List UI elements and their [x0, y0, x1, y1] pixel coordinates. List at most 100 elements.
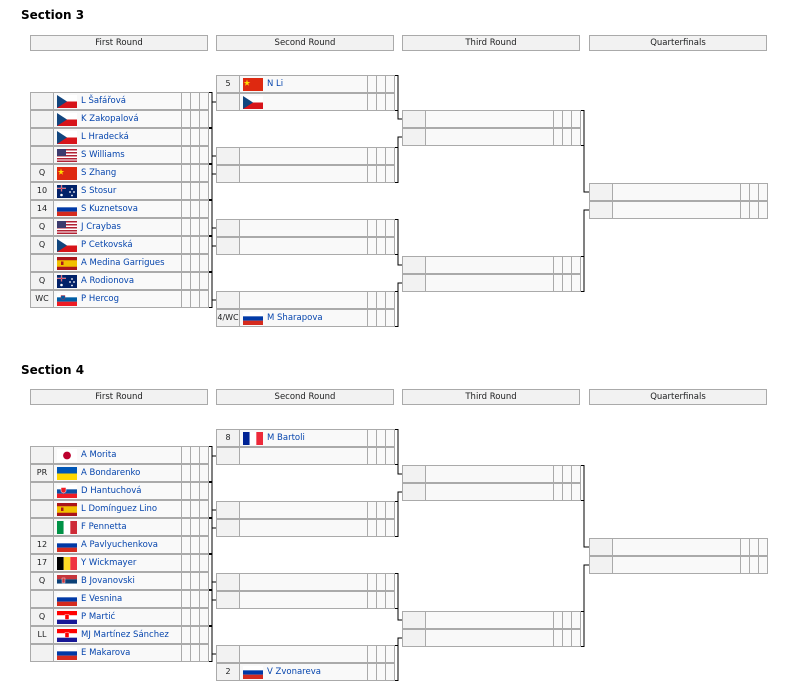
- set-score-cell: [199, 129, 208, 145]
- set-score-cell: [199, 591, 208, 607]
- player-name-link[interactable]: A Pavlyuchenkova: [81, 540, 159, 550]
- seed-cell: LL: [31, 627, 54, 643]
- player-cell: [240, 292, 367, 308]
- bracket-slot: D Hantuchová: [30, 482, 209, 500]
- set-score-cell: [181, 237, 190, 253]
- player-name-link[interactable]: E Makarova: [81, 648, 131, 658]
- seed-cell: 10: [31, 183, 54, 199]
- round-header: Quarterfinals: [589, 389, 767, 405]
- set-score-cell: [190, 609, 199, 625]
- czech-flag-icon: [57, 130, 77, 144]
- player-name-link[interactable]: P Martić: [81, 612, 116, 622]
- player-cell: A Rodionova: [54, 273, 181, 289]
- player-cell: E Makarova: [54, 645, 181, 661]
- set-score-cell: [562, 466, 571, 482]
- set-score-cell: [190, 591, 199, 607]
- player-name-link[interactable]: L Hradecká: [81, 132, 129, 142]
- seed-cell: [31, 645, 54, 661]
- connector-line: [211, 146, 216, 157]
- player-name-link[interactable]: K Zakopalová: [81, 114, 139, 124]
- set-score-cell: [199, 447, 208, 463]
- round-header: Second Round: [216, 35, 394, 51]
- player-name-link[interactable]: S Zhang: [81, 168, 117, 178]
- bracket-slot: [216, 645, 395, 663]
- player-name-link[interactable]: J Craybas: [81, 222, 121, 232]
- connector-line: [397, 491, 402, 519]
- seed-cell: [403, 129, 426, 145]
- set-score-cell: [385, 310, 394, 326]
- set-score-cell: [367, 664, 376, 680]
- set-score-cell: [181, 537, 190, 553]
- connector-line: [211, 572, 216, 583]
- set-score-cell: [376, 310, 385, 326]
- player-cell: S Williams: [54, 147, 181, 163]
- player-name-link[interactable]: S Williams: [81, 150, 125, 160]
- player-name-link[interactable]: A Bondarenko: [81, 468, 141, 478]
- seed-cell: 2: [217, 664, 240, 680]
- player-name-link[interactable]: A Rodionova: [81, 276, 135, 286]
- player-cell: [613, 539, 740, 555]
- set-score-cell: [367, 502, 376, 518]
- player-name-link[interactable]: V Zvonareva: [267, 667, 321, 677]
- player-name-link[interactable]: P Hercog: [81, 294, 120, 304]
- czech-flag-icon: [243, 95, 263, 109]
- set-score-cell: [181, 201, 190, 217]
- set-score-cell: [181, 273, 190, 289]
- player-name-link[interactable]: L Domínguez Lino: [81, 504, 158, 514]
- player-name-link[interactable]: M Bartoli: [267, 433, 305, 443]
- russia-flag-icon: [57, 538, 77, 552]
- set-score-cell: [376, 430, 385, 446]
- connector-line: [211, 101, 216, 110]
- player-cell: MJ Martínez Sánchez: [54, 627, 181, 643]
- set-score-cell: [562, 630, 571, 646]
- set-score-cell: [385, 646, 394, 662]
- player-name-link[interactable]: F Pennetta: [81, 522, 127, 532]
- round-header: Third Round: [402, 389, 580, 405]
- set-score-cell: [199, 273, 208, 289]
- player-name-link[interactable]: A Morita: [81, 450, 117, 460]
- seed-cell: [31, 447, 54, 463]
- player-name-link[interactable]: Y Wickmayer: [81, 558, 137, 568]
- china-flag-icon: [57, 166, 77, 180]
- player-cell: [426, 466, 553, 482]
- player-name-link[interactable]: B Jovanovski: [81, 576, 135, 586]
- player-name-link[interactable]: L Šafářová: [81, 96, 126, 106]
- seed-cell: [31, 93, 54, 109]
- set-score-cell: [562, 484, 571, 500]
- set-score-cell: [562, 612, 571, 628]
- set-score-cell: [181, 111, 190, 127]
- player-name-link[interactable]: M Sharapova: [267, 313, 323, 323]
- serbia-flag-icon: [57, 574, 77, 588]
- set-score-cell: [190, 483, 199, 499]
- connector-line: [397, 447, 402, 475]
- player-name-link[interactable]: S Stosur: [81, 186, 117, 196]
- set-score-cell: [562, 129, 571, 145]
- set-score-cell: [190, 291, 199, 307]
- spain-flag-icon: [57, 502, 77, 516]
- player-cell: [426, 630, 553, 646]
- set-score-cell: [385, 238, 394, 254]
- player-name-link[interactable]: A Medina Garrigues: [81, 258, 165, 268]
- player-name-link[interactable]: S Kuznetsova: [81, 204, 138, 214]
- player-cell: P Hercog: [54, 291, 181, 307]
- seed-cell: [403, 111, 426, 127]
- bracket-slot: [216, 291, 395, 309]
- set-score-cell: [181, 627, 190, 643]
- player-name-link[interactable]: D Hantuchová: [81, 486, 142, 496]
- player-name-link[interactable]: E Vesnina: [81, 594, 123, 604]
- player-name-link[interactable]: P Cetkovská: [81, 240, 133, 250]
- player-name-link[interactable]: N Li: [267, 79, 284, 89]
- player-name-link[interactable]: MJ Martínez Sánchez: [81, 630, 169, 640]
- player-cell: P Martić: [54, 609, 181, 625]
- player-cell: D Hantuchová: [54, 483, 181, 499]
- set-score-cell: [367, 76, 376, 92]
- set-score-cell: [181, 501, 190, 517]
- bracket-slot: S Williams: [30, 146, 209, 164]
- set-score-cell: [385, 148, 394, 164]
- seed-cell: [217, 220, 240, 236]
- set-score-cell: [190, 147, 199, 163]
- bracket-slot: L Domínguez Lino: [30, 500, 209, 518]
